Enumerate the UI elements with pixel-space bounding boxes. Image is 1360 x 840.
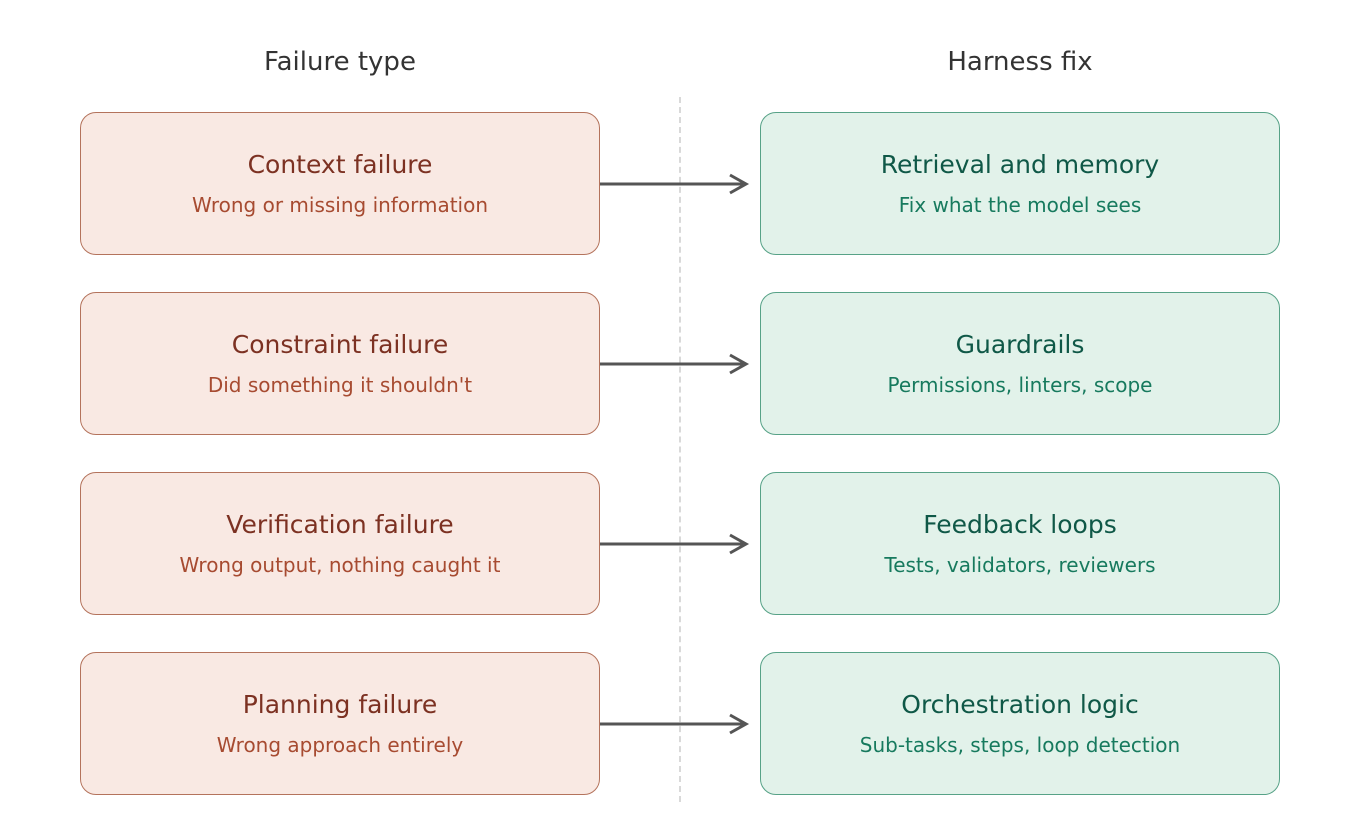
fix-box-feedback: Feedback loops Tests, validators, review… <box>760 472 1280 615</box>
fix-title: Guardrails <box>955 330 1085 359</box>
fix-subtitle: Tests, validators, reviewers <box>884 553 1156 577</box>
arrow-icon <box>600 292 760 435</box>
fix-title: Retrieval and memory <box>880 150 1160 179</box>
diagram-rows: Context failure Wrong or missing informa… <box>0 112 1360 795</box>
fix-subtitle: Permissions, linters, scope <box>887 373 1153 397</box>
failure-title: Context failure <box>247 150 433 179</box>
fix-title: Orchestration logic <box>901 690 1139 719</box>
failure-subtitle: Wrong or missing information <box>191 193 489 217</box>
fix-subtitle: Sub-tasks, steps, loop detection <box>859 733 1181 757</box>
fix-subtitle: Fix what the model sees <box>898 193 1142 217</box>
fix-box-orchestration: Orchestration logic Sub-tasks, steps, lo… <box>760 652 1280 795</box>
failure-box-context: Context failure Wrong or missing informa… <box>80 112 600 255</box>
failure-box-constraint: Constraint failure Did something it shou… <box>80 292 600 435</box>
failure-box-verification: Verification failure Wrong output, nothi… <box>80 472 600 615</box>
arrow-icon <box>600 472 760 615</box>
failure-subtitle: Wrong approach entirely <box>216 733 464 757</box>
arrow-icon <box>600 112 760 255</box>
failure-title: Planning failure <box>242 690 438 719</box>
failure-type-header: Failure type <box>264 47 416 77</box>
failure-box-planning: Planning failure Wrong approach entirely <box>80 652 600 795</box>
dashed-divider-line <box>679 97 681 802</box>
diagram-row-constraint: Constraint failure Did something it shou… <box>0 292 1360 435</box>
fix-box-retrieval: Retrieval and memory Fix what the model … <box>760 112 1280 255</box>
fix-title: Feedback loops <box>923 510 1117 539</box>
diagram-row-context: Context failure Wrong or missing informa… <box>0 112 1360 255</box>
fix-box-guardrails: Guardrails Permissions, linters, scope <box>760 292 1280 435</box>
failure-title: Verification failure <box>226 510 454 539</box>
failure-title: Constraint failure <box>231 330 449 359</box>
diagram-row-planning: Planning failure Wrong approach entirely… <box>0 652 1360 795</box>
failure-subtitle: Did something it shouldn't <box>207 373 473 397</box>
harness-fix-header: Harness fix <box>947 47 1093 77</box>
diagram-row-verification: Verification failure Wrong output, nothi… <box>0 472 1360 615</box>
arrow-icon <box>600 652 760 795</box>
failure-subtitle: Wrong output, nothing caught it <box>179 553 501 577</box>
